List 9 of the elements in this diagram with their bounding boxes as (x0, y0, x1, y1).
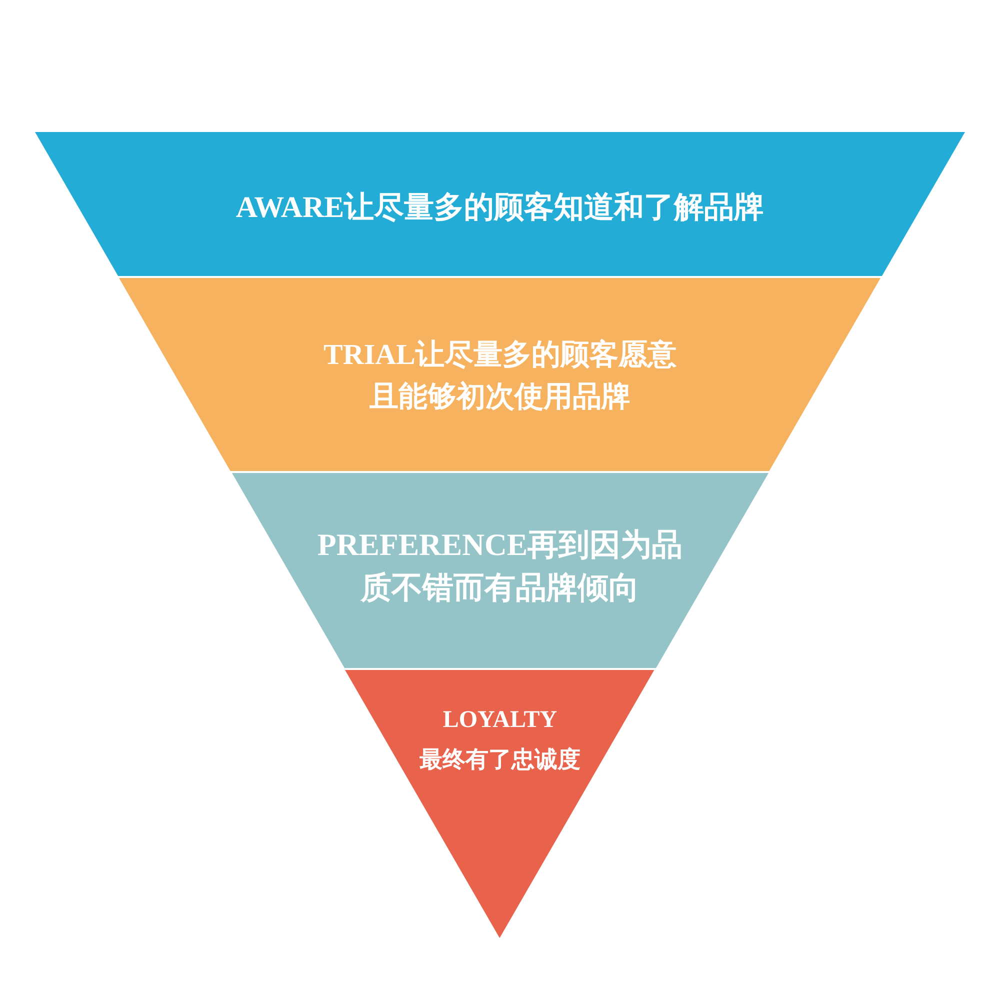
funnel-stage (119, 278, 881, 471)
stage-text: PREFERENCE再到因为品质不错而有品牌倾向 (316, 526, 684, 607)
funnel-stage (232, 473, 768, 668)
funnel-stage (35, 132, 965, 276)
stage-text: LOYALTY (442, 706, 558, 735)
stage-text: 最终有了忠诚度 (418, 746, 582, 774)
funnel-stage (345, 670, 655, 938)
stage-text: AWARE让尽量多的顾客知道和了解品牌 (234, 190, 766, 226)
stage-text: TRIAL让尽量多的顾客愿意且能够初次使用品牌 (322, 338, 678, 415)
